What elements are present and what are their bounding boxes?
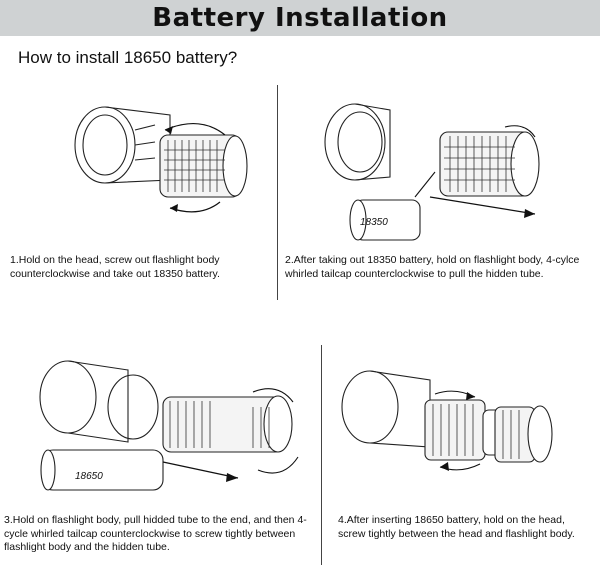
subtitle: How to install 18650 battery?: [18, 48, 238, 67]
step-4-illustration: [335, 362, 595, 482]
step-3-illustration: [28, 352, 308, 502]
step-3-text: 3.Hold on flashlight body, pull hidded t…: [4, 514, 307, 553]
vertical-divider-bottom: [321, 345, 322, 565]
step-1-text: 1.Hold on the head, screw out flashlight…: [10, 254, 220, 280]
step-2-text: 2.After taking out 18350 battery, hold o…: [285, 254, 580, 280]
battery-18350-label-wrap: 18350: [360, 212, 388, 230]
step-4-text: 4.After inserting 18650 battery, hold on…: [338, 514, 575, 540]
step-2-illustration: [310, 92, 560, 242]
title-bar: Battery Installation: [0, 0, 600, 36]
battery-18650-label: 18650: [75, 471, 103, 482]
page-title: Battery Installation: [152, 3, 448, 33]
step-1-illustration: [60, 90, 260, 220]
battery-18350-label: 18350: [360, 217, 388, 228]
battery-18650-label-wrap: 18650: [75, 466, 103, 484]
vertical-divider-top: [277, 85, 278, 300]
